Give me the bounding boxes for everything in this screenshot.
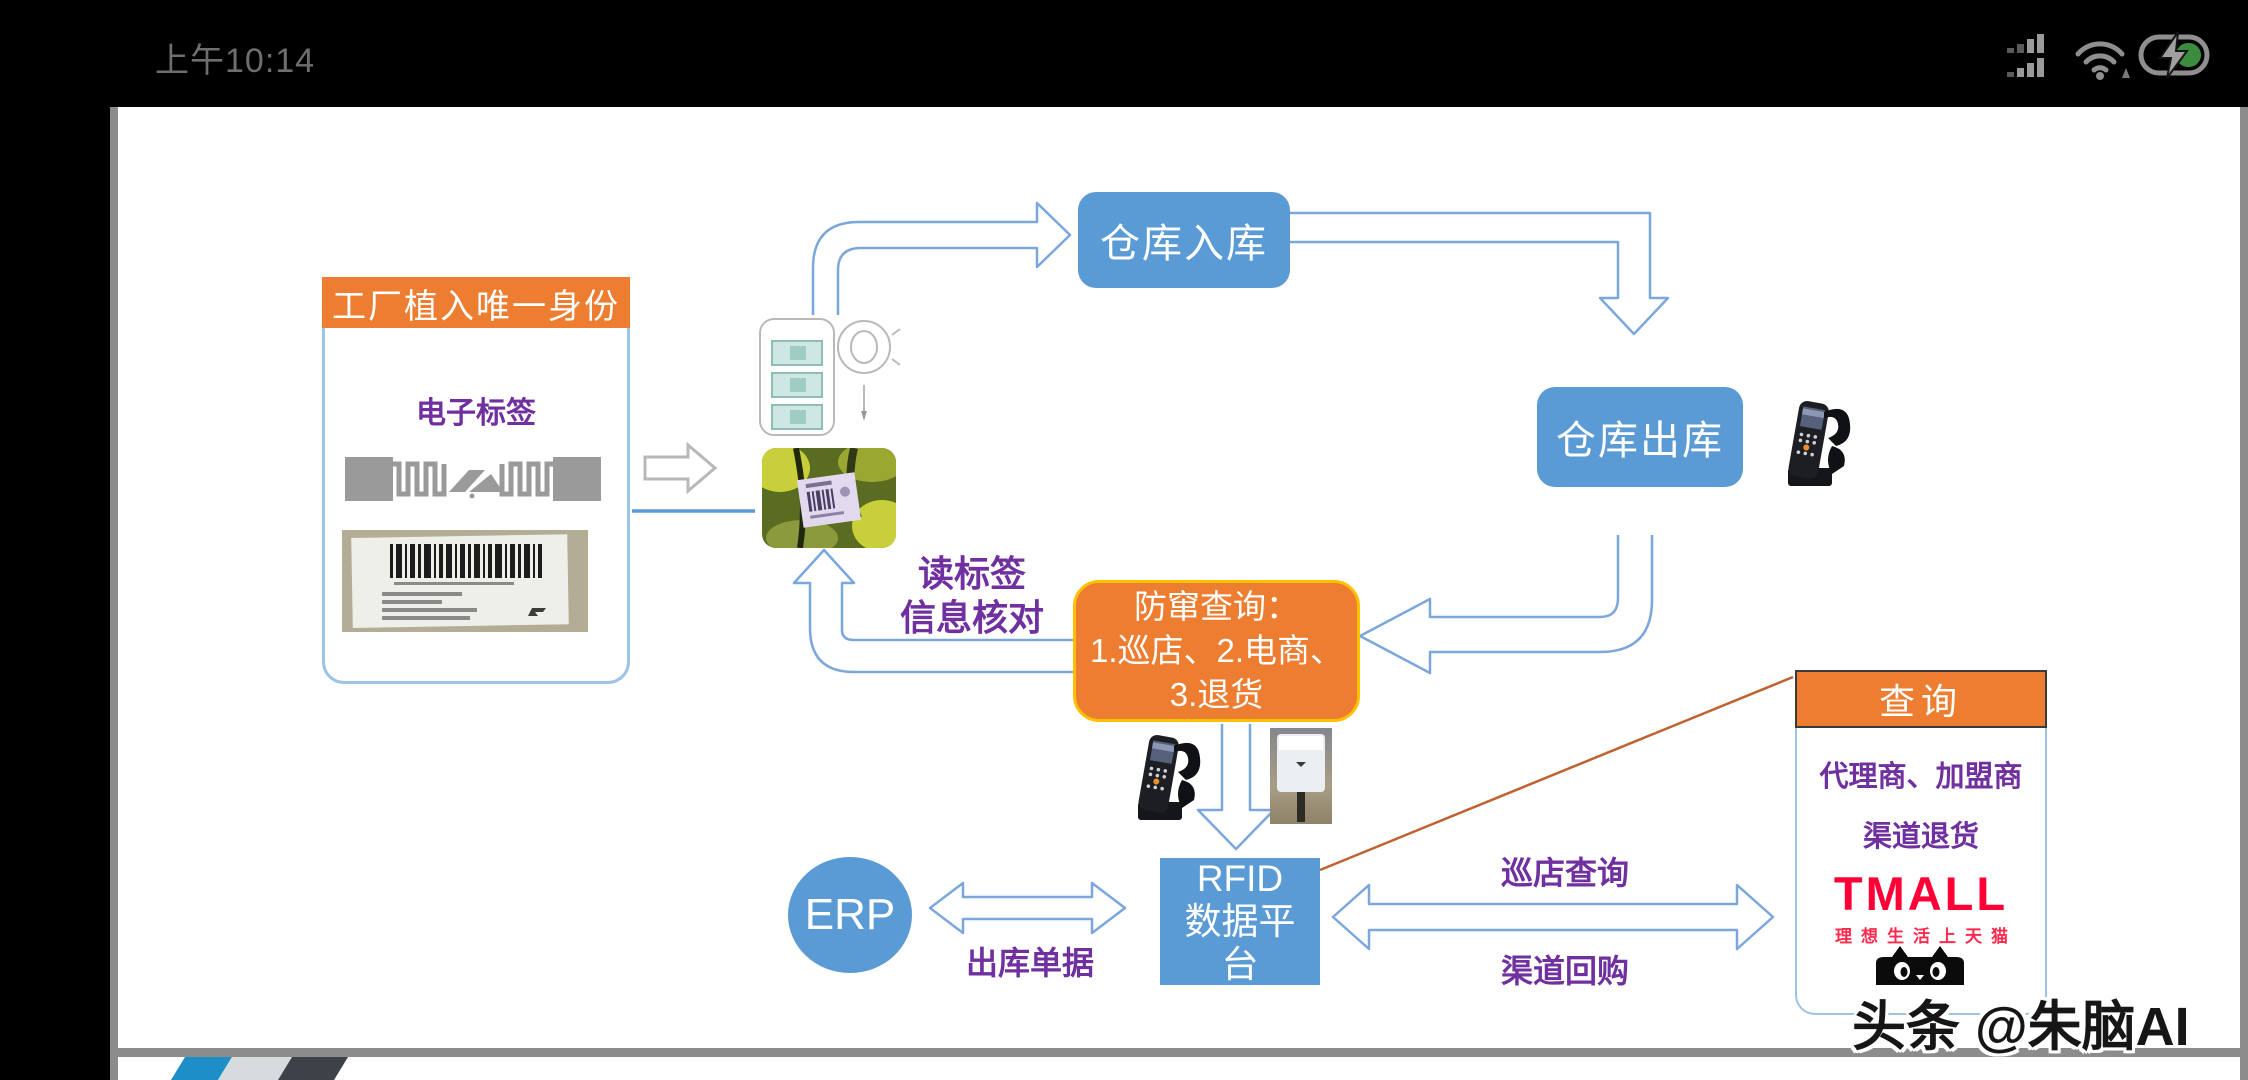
status-time: 上午10:14 (155, 42, 316, 80)
slide-left-border (110, 107, 118, 1080)
arrow-factory-to-garment (643, 441, 718, 495)
anti-line2: 1.巡店、2.电商、 (1089, 632, 1344, 669)
outbound-doc-label: 出库单据 (965, 945, 1094, 981)
query-audiences: 代理商、加盟商 (1819, 761, 2023, 793)
battery-charging-icon (2138, 32, 2210, 78)
erp-label: ERP (804, 890, 896, 939)
arrow-warehouse-in-to-out (1290, 211, 1670, 336)
query-returns: 渠道退货 (1862, 821, 1979, 853)
arrow-anti-to-rfid (1196, 724, 1276, 851)
label-roll-printer-image (759, 318, 901, 436)
rfid-platform-box: RFID 数据平 台 (1160, 858, 1320, 985)
arrow-warehouse-out-to-anti (1358, 535, 1654, 675)
signal-icon (2007, 34, 2044, 77)
handheld-scanner-image (1788, 401, 1851, 486)
rfid-antenna-image (1270, 728, 1332, 824)
store-inspection-label: 巡店查询 (1500, 855, 1629, 891)
rfid-line2: 数据平 (1184, 901, 1296, 942)
rfid-line3: 台 (1221, 944, 1259, 985)
wifi-icon (2075, 41, 2130, 80)
slide-right-border (2240, 107, 2248, 1080)
erp-node: ERP (788, 857, 912, 973)
read-tag-note: 读标签 信息核对 (852, 552, 1092, 640)
arrow-erp-rfid (928, 881, 1127, 935)
channel-buyback-label: 渠道回购 (1500, 953, 1629, 989)
rfid-inlay-image (345, 457, 601, 501)
footer-logo-stripes (171, 1057, 348, 1080)
etag-label: 电子标签 (416, 397, 536, 430)
watermark: 头条 @朱脑AI (1852, 997, 2190, 1057)
slide-bottom-bar (110, 1048, 2248, 1057)
warehouse-out-box: 仓库出库 (1537, 387, 1743, 487)
anti-line1: 防窜查询： (1134, 588, 1299, 625)
factory-box-header: 工厂植入唯一身份 (322, 277, 630, 330)
query-header-label: 查询 (1878, 681, 1963, 722)
tmall-cat-icon (1876, 946, 1964, 985)
garment-with-tag-image (762, 448, 896, 548)
arrow-printer-to-warehouse-in (811, 201, 1072, 315)
warehouse-in-box: 仓库入库 (1078, 192, 1290, 288)
tmall-slogan: 理想生活上天猫 (1835, 927, 2017, 946)
rfid-line1: RFID (1196, 858, 1284, 899)
warehouse-in-label: 仓库入库 (1100, 222, 1268, 266)
arrow-anti-to-garment (792, 548, 1073, 674)
query-box-header: 查询 (1795, 670, 2047, 728)
barcode-label-image (342, 530, 588, 632)
factory-header-label: 工厂植入唯一身份 (332, 288, 620, 326)
read-tag-line2: 信息核对 (899, 597, 1044, 638)
handheld-scanner-image-2 (1138, 735, 1201, 820)
tmall-wordmark: TMALL (1833, 867, 2009, 920)
line-rfid-query (1319, 675, 1794, 872)
anti-line3: 3.退货 (1169, 676, 1264, 713)
footer-strip (118, 1057, 2240, 1080)
read-tag-line1: 读标签 (917, 553, 1026, 594)
warehouse-out-label: 仓库出库 (1556, 419, 1724, 463)
arrow-rfid-query (1331, 883, 1775, 951)
anti-counterfeit-box: 防窜查询： 1.巡店、2.电商、 3.退货 (1073, 580, 1360, 722)
